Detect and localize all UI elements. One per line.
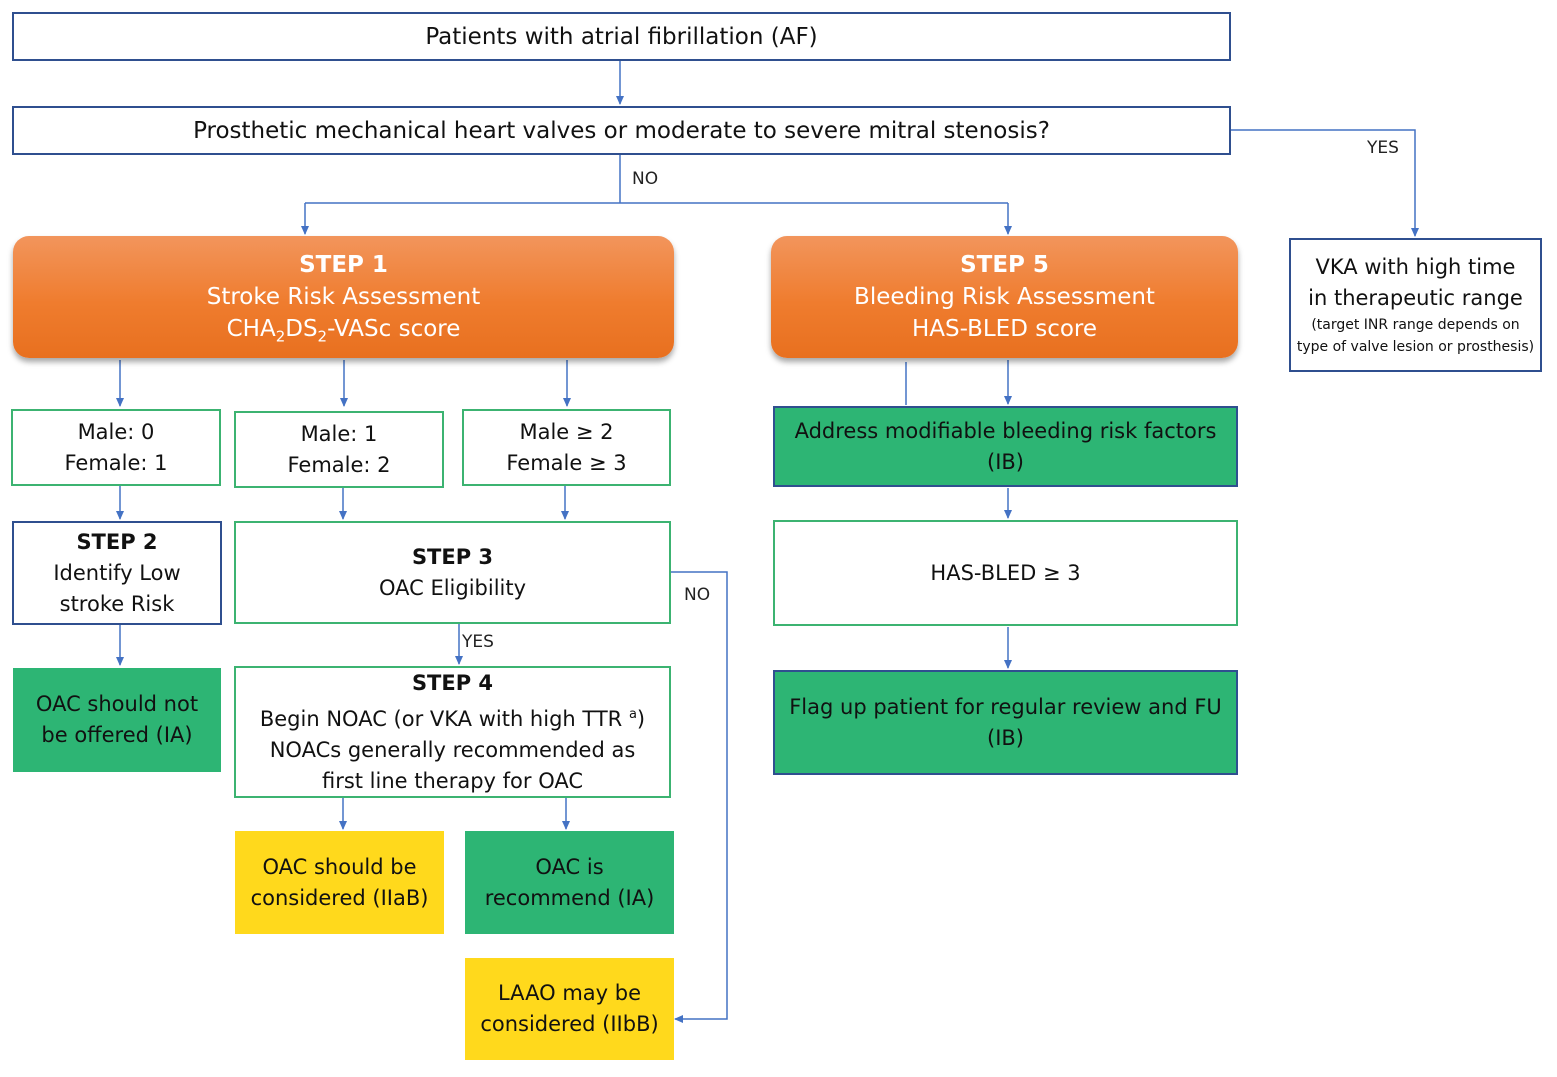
laao-line1: LAAO may be bbox=[497, 981, 641, 1005]
oac-recommend-line2: recommend (IA) bbox=[484, 885, 655, 910]
step4-line3: first line therapy for OAC bbox=[321, 768, 584, 793]
risk-low-box: Male: 0 Female: 1 bbox=[11, 409, 221, 486]
valve-question-box: Prosthetic mechanical heart valves or mo… bbox=[12, 106, 1231, 155]
hasbled-box: HAS-BLED ≥ 3 bbox=[773, 520, 1238, 626]
no-label-step3: NO bbox=[684, 585, 711, 605]
address-bleeding-box: Address modifiable bleeding risk factors… bbox=[773, 406, 1238, 487]
step2-line1: Identify Low bbox=[53, 560, 181, 585]
vka-line1: VKA with high time bbox=[1315, 255, 1516, 279]
oac-considered-box: OAC should be considered (IIaB) bbox=[235, 831, 444, 934]
risk-high-male: Male ≥ 2 bbox=[519, 419, 614, 444]
vka-note1: (target INR range depends on bbox=[1311, 317, 1520, 333]
step3-title: STEP 3 bbox=[411, 544, 494, 569]
laao-box: LAAO may be considered (IIbB) bbox=[465, 958, 674, 1060]
step4-title: STEP 4 bbox=[411, 670, 494, 695]
vka-line2: in therapeutic range bbox=[1308, 286, 1523, 310]
risk-low-male: Male: 0 bbox=[77, 419, 155, 444]
flag-line1: Flag up patient for regular review and F… bbox=[789, 694, 1222, 719]
oac-considered-line2: considered (IIaB) bbox=[250, 885, 429, 910]
oac-recommend-line1: OAC is bbox=[535, 854, 604, 879]
no-label-main: NO bbox=[632, 169, 659, 189]
flag-review-box: Flag up patient for regular review and F… bbox=[773, 670, 1238, 775]
vka-note2: type of valve lesion or prosthesis) bbox=[1296, 339, 1535, 355]
address-bleeding-line1: Address modifiable bleeding risk factors bbox=[794, 418, 1217, 443]
step5-box: STEP 5 Bleeding Risk Assessment HAS-BLED… bbox=[771, 236, 1238, 358]
vka-box: VKA with high time in therapeutic range … bbox=[1289, 238, 1542, 372]
step4-line1: Begin NOAC (or VKA with high TTR a) bbox=[259, 706, 646, 731]
oac-not-line2: be offered (IA) bbox=[41, 723, 193, 747]
risk-low-female: Female: 1 bbox=[64, 450, 168, 475]
arrow-step3-no-to-laao bbox=[670, 571, 728, 1023]
step1-box: STEP 1 Stroke Risk Assessment CHA2DS2-VA… bbox=[13, 236, 674, 358]
yes-label-step3: YES bbox=[462, 632, 494, 652]
af-patients-text: Patients with atrial fibrillation (AF) bbox=[425, 23, 818, 50]
step1-title: STEP 1 bbox=[299, 252, 388, 278]
oac-not-offered-box: OAC should not be offered (IA) bbox=[13, 668, 221, 772]
step4-box: STEP 4 Begin NOAC (or VKA with high TTR … bbox=[234, 666, 671, 798]
yes-label-main: YES bbox=[1367, 138, 1399, 158]
valve-question-text: Prosthetic mechanical heart valves or mo… bbox=[193, 117, 1050, 144]
step5-line1: Bleeding Risk Assessment bbox=[854, 284, 1155, 310]
step4-line2: NOACs generally recommended as bbox=[269, 737, 636, 762]
risk-high-female: Female ≥ 3 bbox=[506, 450, 627, 475]
step1-score: CHA2DS2-VASc score bbox=[226, 316, 461, 346]
step3-box: STEP 3 OAC Eligibility bbox=[234, 521, 671, 624]
af-patients-box: Patients with atrial fibrillation (AF) bbox=[12, 12, 1231, 61]
risk-mid-female: Female: 2 bbox=[287, 452, 391, 477]
laao-line2: considered (IIbB) bbox=[480, 1012, 659, 1036]
address-bleeding-line2: (IB) bbox=[987, 449, 1024, 474]
step5-line2: HAS-BLED score bbox=[911, 316, 1098, 342]
risk-high-box: Male ≥ 2 Female ≥ 3 bbox=[462, 409, 671, 486]
step2-box: STEP 2 Identify Low stroke Risk bbox=[12, 521, 222, 625]
hasbled-text: HAS-BLED ≥ 3 bbox=[930, 560, 1081, 585]
risk-mid-male: Male: 1 bbox=[300, 421, 378, 446]
step1-line1: Stroke Risk Assessment bbox=[206, 284, 481, 310]
step2-title: STEP 2 bbox=[76, 529, 158, 554]
oac-not-line1: OAC should not bbox=[35, 692, 199, 716]
oac-considered-line1: OAC should be bbox=[262, 854, 417, 879]
risk-mid-box: Male: 1 Female: 2 bbox=[234, 411, 444, 488]
step2-line2: stroke Risk bbox=[59, 591, 175, 616]
oac-recommend-box: OAC is recommend (IA) bbox=[465, 831, 674, 934]
flag-line2: (IB) bbox=[987, 725, 1024, 750]
arrow-question-yes-to-vka bbox=[1230, 129, 1419, 237]
step5-title: STEP 5 bbox=[960, 252, 1049, 278]
step3-line1: OAC Eligibility bbox=[378, 575, 527, 600]
